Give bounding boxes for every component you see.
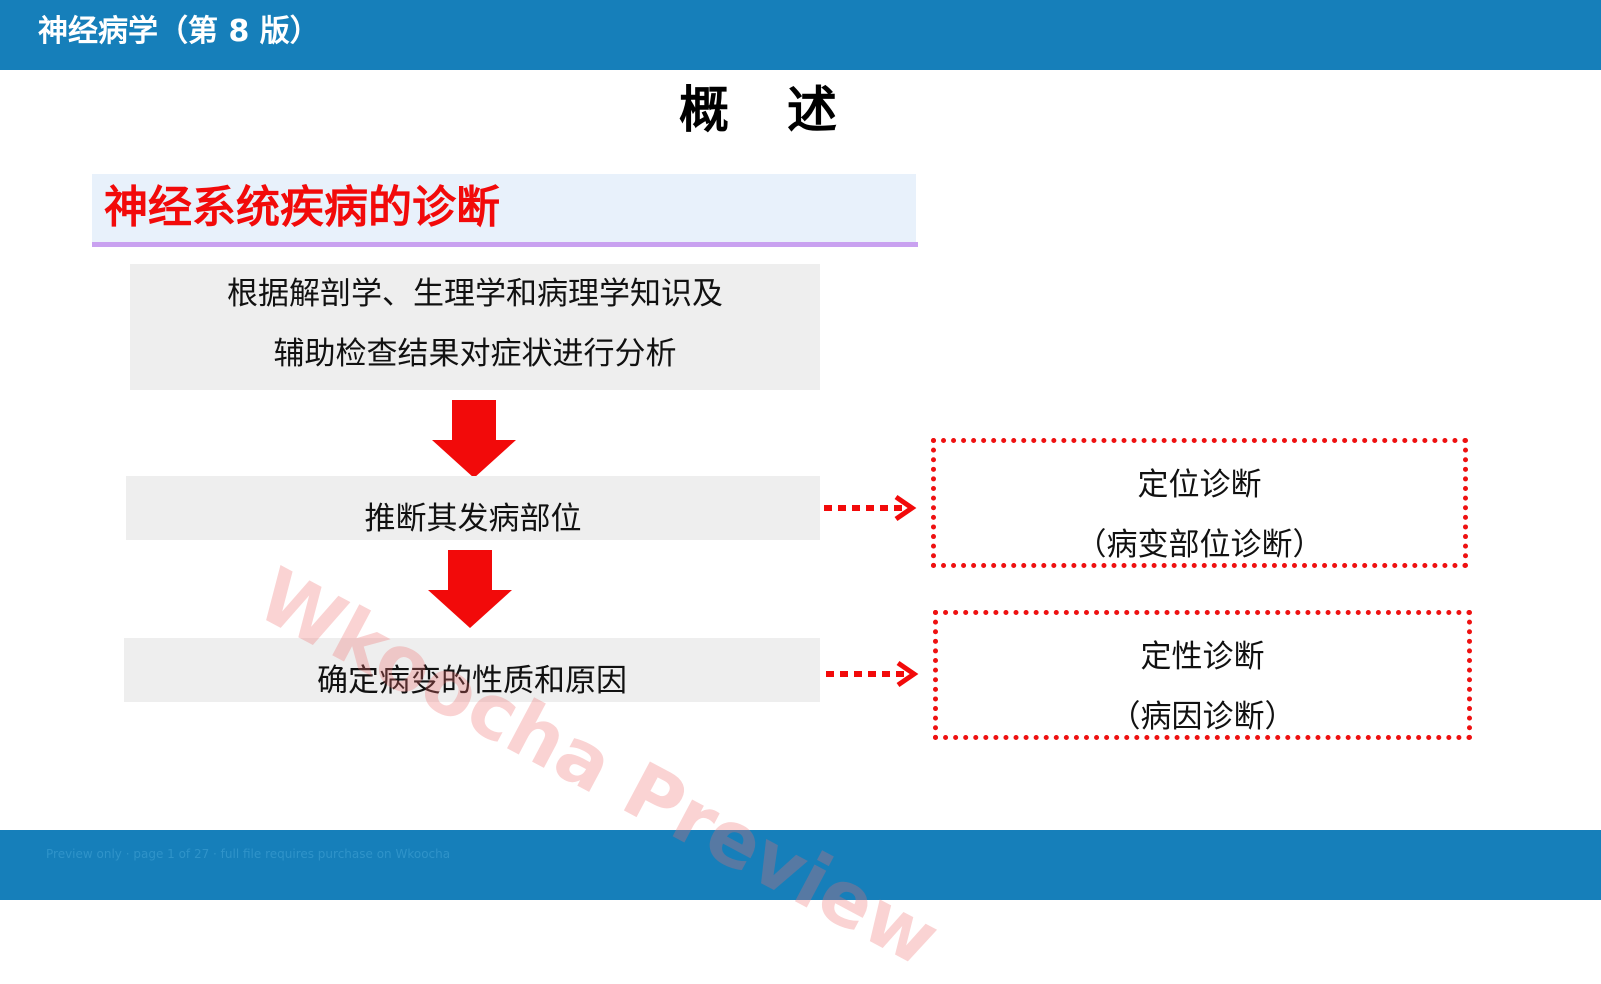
footer-text: Preview only · page 1 of 27 · full file … (46, 847, 451, 861)
step-analyze-symptoms: 根据解剖学、生理学和病理学知识及 辅助检查结果对症状进行分析 (130, 264, 820, 390)
footer-bar (0, 830, 1601, 900)
locating-diagnosis-box: 定位诊断 （病变部位诊断） (931, 438, 1468, 568)
step1-line2: 辅助检查结果对症状进行分析 (273, 336, 677, 372)
step-infer-location: 推断其发病部位 (126, 476, 820, 540)
step1-line1: 根据解剖学、生理学和病理学知识及 (227, 276, 723, 312)
step-determine-cause: 确定病变的性质和原因 (124, 638, 820, 702)
section-banner (92, 174, 916, 242)
header-bar (0, 0, 1601, 70)
locating-diagnosis-title: 定位诊断 (1137, 467, 1262, 503)
section-heading: 神经系统疾病的诊断 (104, 182, 500, 233)
down-arrow-1 (432, 400, 516, 478)
page-title: 概 述 (679, 81, 841, 139)
dotted-arrow-2 (826, 660, 919, 688)
qualitative-diagnosis-subtitle: （病因诊断） (1109, 699, 1296, 735)
dotted-arrow-1 (824, 494, 917, 522)
section-underline (92, 242, 918, 247)
step2-label: 推断其发病部位 (364, 501, 582, 537)
qualitative-diagnosis-title: 定性诊断 (1140, 639, 1265, 675)
locating-diagnosis-subtitle: （病变部位诊断） (1075, 527, 1324, 563)
header-title: 神经病学（第 8 版） (38, 14, 320, 49)
watermark: Wkoocha Preview (244, 550, 954, 984)
down-arrow-2 (428, 550, 512, 628)
step3-label: 确定病变的性质和原因 (317, 663, 627, 699)
qualitative-diagnosis-box: 定性诊断 （病因诊断） (933, 610, 1472, 740)
